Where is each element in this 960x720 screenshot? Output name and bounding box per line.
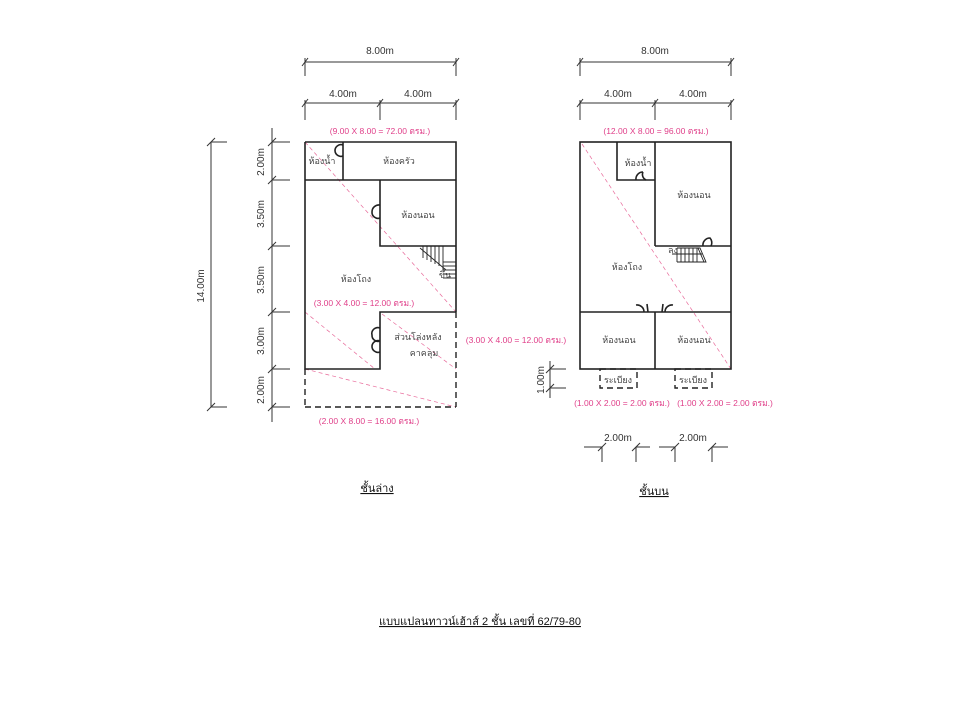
upper-balcony-width-1: 2.00m bbox=[604, 433, 632, 444]
ground-total-width: 8.00m bbox=[366, 46, 394, 57]
ground-dim-row-2: 3.50m bbox=[256, 200, 267, 228]
upper-area-balcony-2: (1.00 X 2.00 = 2.00 ตรม.) bbox=[677, 398, 773, 408]
upper-balcony-right-label: ระเบียง bbox=[679, 375, 707, 385]
upper-room-hall: ห้องโถง bbox=[612, 262, 642, 272]
ground-area-rear-side: (3.00 X 4.00 = 12.00 ตรม.) bbox=[466, 335, 567, 345]
drawing-title: แบบแปลนทาวน์เฮ้าส์ 2 ชั้น เลขที่ 62/79-8… bbox=[379, 613, 581, 628]
upper-half-width-right: 4.00m bbox=[679, 89, 707, 100]
ground-area-diagonal bbox=[304, 311, 376, 370]
ground-walls bbox=[304, 141, 457, 370]
ground-open-area-outline bbox=[304, 312, 457, 408]
upper-half-width-left: 4.00m bbox=[604, 89, 632, 100]
ground-dim-row-1: 2.00m bbox=[256, 148, 267, 176]
ground-room-kitchen: ห้องครัว bbox=[383, 156, 415, 166]
ground-width-dimension bbox=[301, 57, 460, 120]
upper-floor-label: ชั้นบน bbox=[639, 483, 669, 498]
ground-stairs-icon bbox=[419, 246, 456, 279]
ground-dim-row-4: 3.00m bbox=[256, 327, 267, 355]
upper-room-bedroom-top: ห้องนอน bbox=[677, 190, 710, 200]
upper-stair-down-label: ลง bbox=[668, 245, 678, 255]
ground-room-bedroom: ห้องนอน bbox=[401, 210, 434, 220]
upper-room-bedroom-right: ห้องนอน bbox=[677, 335, 710, 345]
upper-balcony-width-2: 2.00m bbox=[679, 433, 707, 444]
upper-room-bedroom-left: ห้องนอน bbox=[602, 335, 635, 345]
upper-balcony-left-label: ระเบียง bbox=[604, 375, 632, 385]
ground-half-width-left: 4.00m bbox=[329, 89, 357, 100]
ground-room-hall: ห้องโถง bbox=[341, 274, 371, 284]
ground-dim-row-5: 2.00m bbox=[256, 376, 267, 404]
upper-total-width: 8.00m bbox=[641, 46, 669, 57]
upper-width-dimension bbox=[576, 57, 735, 120]
upper-floor-plan: 8.00m 4.00m 4.00m bbox=[536, 46, 773, 498]
ground-room-rear-line1: ส่วนโล่งหลัง bbox=[394, 332, 441, 342]
upper-area-balcony-1: (1.00 X 2.00 = 2.00 ตรม.) bbox=[574, 398, 670, 408]
ground-floor-plan: 8.00m 4.00m 4.00m 2.00m 3.50m 3.50m 3.00… bbox=[196, 46, 566, 495]
ground-area-front: (2.00 X 8.00 = 16.00 ตรม.) bbox=[319, 416, 420, 426]
ground-dim-row-3: 3.50m bbox=[256, 266, 267, 294]
ground-room-rear-line2: คาคลุม bbox=[410, 348, 439, 359]
ground-half-width-right: 4.00m bbox=[404, 89, 432, 100]
ground-area-diagonal bbox=[304, 368, 457, 408]
upper-stairs-icon bbox=[672, 247, 707, 263]
upper-balconies bbox=[599, 368, 713, 389]
upper-walls bbox=[579, 141, 732, 370]
ground-area-main: (9.00 X 8.00 = 72.00 ตรม.) bbox=[330, 126, 431, 136]
upper-area-main: (12.00 X 8.00 = 96.00 ตรม.) bbox=[603, 126, 708, 136]
ground-stair-up-label: ขึ้น bbox=[439, 268, 451, 280]
ground-area-mid: (3.00 X 4.00 = 12.00 ตรม.) bbox=[314, 298, 415, 308]
upper-balcony-depth: 1.00m bbox=[536, 366, 547, 394]
ground-depth-dimension bbox=[206, 128, 290, 422]
ground-floor-label: ชั้นล่าง bbox=[360, 480, 393, 495]
upper-balcony-dimensions bbox=[545, 361, 728, 462]
upper-area-diagonal bbox=[581, 143, 732, 370]
ground-room-bathroom: ห้องน้ำ bbox=[309, 154, 336, 166]
upper-room-bathroom: ห้องน้ำ bbox=[625, 156, 652, 168]
ground-area-diagonal bbox=[381, 313, 457, 370]
ground-total-depth: 14.00m bbox=[196, 269, 207, 302]
